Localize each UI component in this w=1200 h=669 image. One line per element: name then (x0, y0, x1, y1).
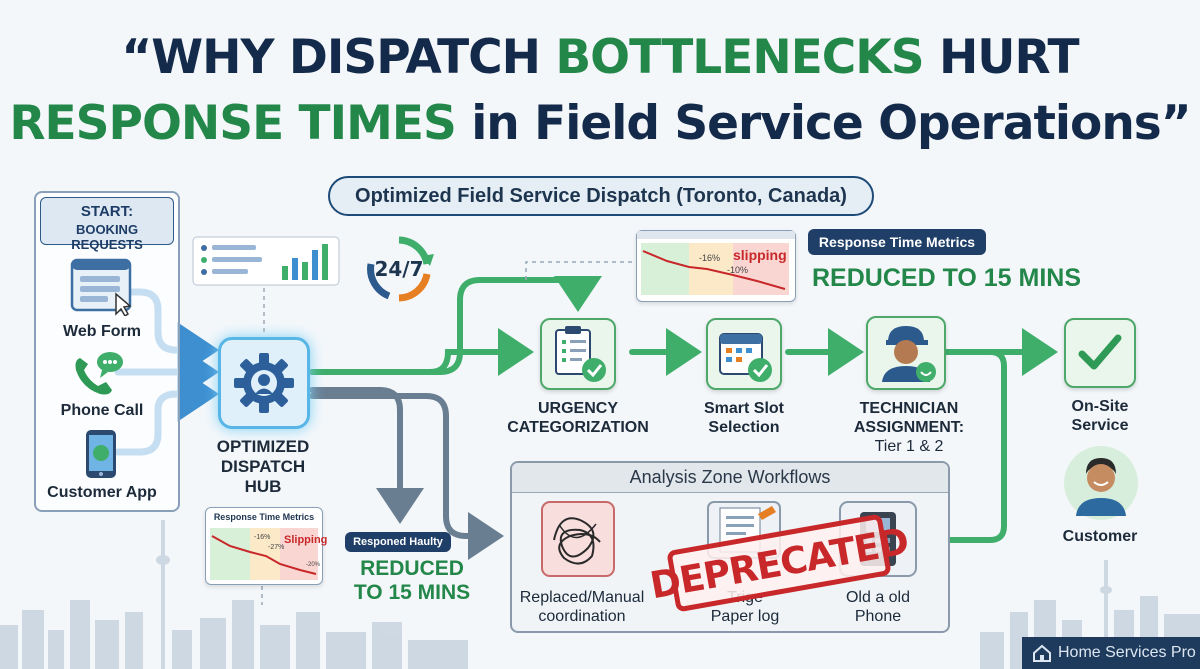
brand-watermark: Home Services Pro (1022, 637, 1200, 669)
hub-label-line-1: OPTIMIZED (216, 437, 310, 456)
top-metrics-result: REDUCED TO 15 MINS (812, 264, 1082, 292)
bottom-metrics-result-line-2: TO 15 MINS (353, 581, 471, 604)
web-form-icon (70, 258, 132, 316)
on-site-step-box[interactable] (1064, 318, 1136, 388)
brand-watermark-text: Home Services Pro (1058, 644, 1196, 661)
hub-label-line-3: HUB (244, 477, 282, 496)
checkmark-icon (1078, 334, 1122, 370)
top-chart-label-1: -16% (699, 253, 721, 263)
bottom-metrics-result: REDUCED TO 15 MINS (348, 557, 476, 605)
technician-step-line-1: TECHNICIAN (859, 400, 959, 417)
mini-dashboard-icon (192, 236, 340, 286)
diagram-banner: Optimized Field Service Dispatch (Toront… (328, 176, 874, 216)
start-item-label-customer-app: Customer App (47, 484, 157, 501)
urgency-step-line-1: URGENCY (537, 400, 618, 417)
page-title-line-1: “WHY DISPATCH BOTTLENECKS HURT (0, 30, 1200, 85)
analysis-item-3-line-2: Phone (854, 608, 902, 625)
title-text-1: “WHY DISPATCH (121, 30, 556, 85)
clock-badge-text: 24/7 (374, 257, 424, 281)
calendar-check-icon (719, 333, 772, 382)
start-panel: START: BOOKING REQUESTS (34, 191, 180, 512)
clock-cycle-icon (367, 236, 434, 302)
customer-label: Customer (1062, 528, 1138, 545)
start-heading-line-2: BOOKING REQUESTS (71, 222, 143, 252)
start-heading: START: BOOKING REQUESTS (40, 197, 174, 252)
top-metrics-card: -16% slipping -10% (636, 230, 796, 302)
analysis-item-1-line-1: Replaced/Manual (519, 589, 645, 606)
urgency-step-label: URGENCY CATEGORIZATION (500, 399, 656, 437)
hub-label: OPTIMIZED DISPATCH HUB (198, 437, 328, 497)
top-chart-label-2: slipping (733, 247, 787, 263)
technician-step-line-3: Tier 1 & 2 (874, 438, 944, 455)
analysis-item-3-line-1: Old a old (845, 589, 911, 606)
customer-icon (1064, 446, 1138, 520)
analysis-zone-heading: Analysis Zone Workflows (512, 463, 948, 493)
bottom-metrics-result-line-1: REDUCED (360, 557, 464, 580)
top-chart-label-3: -10% (727, 265, 749, 275)
title-text-3: in Field Service Operations” (455, 96, 1191, 151)
house-logo-icon (1033, 644, 1051, 662)
title-highlight-1: BOTTLENECKS (555, 30, 924, 85)
analysis-item-2-line-2: Paper log (710, 608, 780, 625)
smart-slot-step-label: Smart Slot Selection (688, 399, 800, 437)
title-text-2: HURT (923, 30, 1080, 85)
phone-icon (75, 352, 123, 395)
technician-step-line-2: ASSIGNMENT: (853, 419, 965, 436)
top-metrics-pill: Response Time Metrics (808, 229, 986, 255)
tangled-lines-icon (541, 501, 615, 577)
bottom-chart-label-2: -27% (268, 544, 285, 551)
gear-icon (234, 353, 294, 413)
dashed-connectors (261, 261, 632, 605)
bottom-metrics-card: Response Time Metrics -16% -27% Slipping… (205, 507, 327, 585)
analysis-item-1-line-2: coordination (538, 608, 626, 625)
smart-slot-step-line-2: Selection (708, 419, 780, 436)
clipboard-check-icon (555, 326, 606, 382)
technician-step-label: TECHNICIAN ASSIGNMENT: Tier 1 & 2 (846, 399, 972, 456)
gray-flows (309, 387, 504, 560)
bottom-chart-label-1: -16% (254, 534, 271, 541)
start-heading-line-1: START: (80, 203, 134, 220)
analysis-item-label-3: Old a old Phone (822, 588, 934, 626)
on-site-step-label: On-Site Service (1044, 397, 1156, 435)
page-title-line-2: RESPONSE TIMES in Field Service Operatio… (0, 96, 1200, 151)
on-site-step-line-1: On-Site (1071, 398, 1129, 415)
smart-slot-step-line-1: Smart Slot (703, 400, 784, 417)
bottom-metrics-card-title: Response Time Metrics (213, 512, 315, 522)
hub-label-line-2: DISPATCH (220, 457, 306, 476)
urgency-step-line-2: CATEGORIZATION (507, 419, 649, 436)
bottom-chart-label-4: -20% (306, 562, 321, 568)
bottom-metrics-pill: Responed Haulty (345, 532, 451, 552)
start-item-label-phone-call: Phone Call (60, 402, 144, 419)
on-site-step-line-2: Service (1071, 417, 1129, 434)
bottom-metrics-chart (210, 528, 318, 580)
start-item-label-web-form: Web Form (63, 323, 141, 340)
analysis-item-label-1: Replaced/Manual coordination (512, 588, 652, 626)
skyline-left (0, 520, 468, 669)
mobile-app-icon (86, 430, 116, 478)
title-highlight-2: RESPONSE TIMES (9, 96, 456, 151)
bottom-chart-label-3: Slipping (284, 534, 328, 546)
main-flows (309, 276, 1058, 543)
top-metrics-chart (637, 231, 795, 295)
technician-icon (882, 326, 936, 382)
